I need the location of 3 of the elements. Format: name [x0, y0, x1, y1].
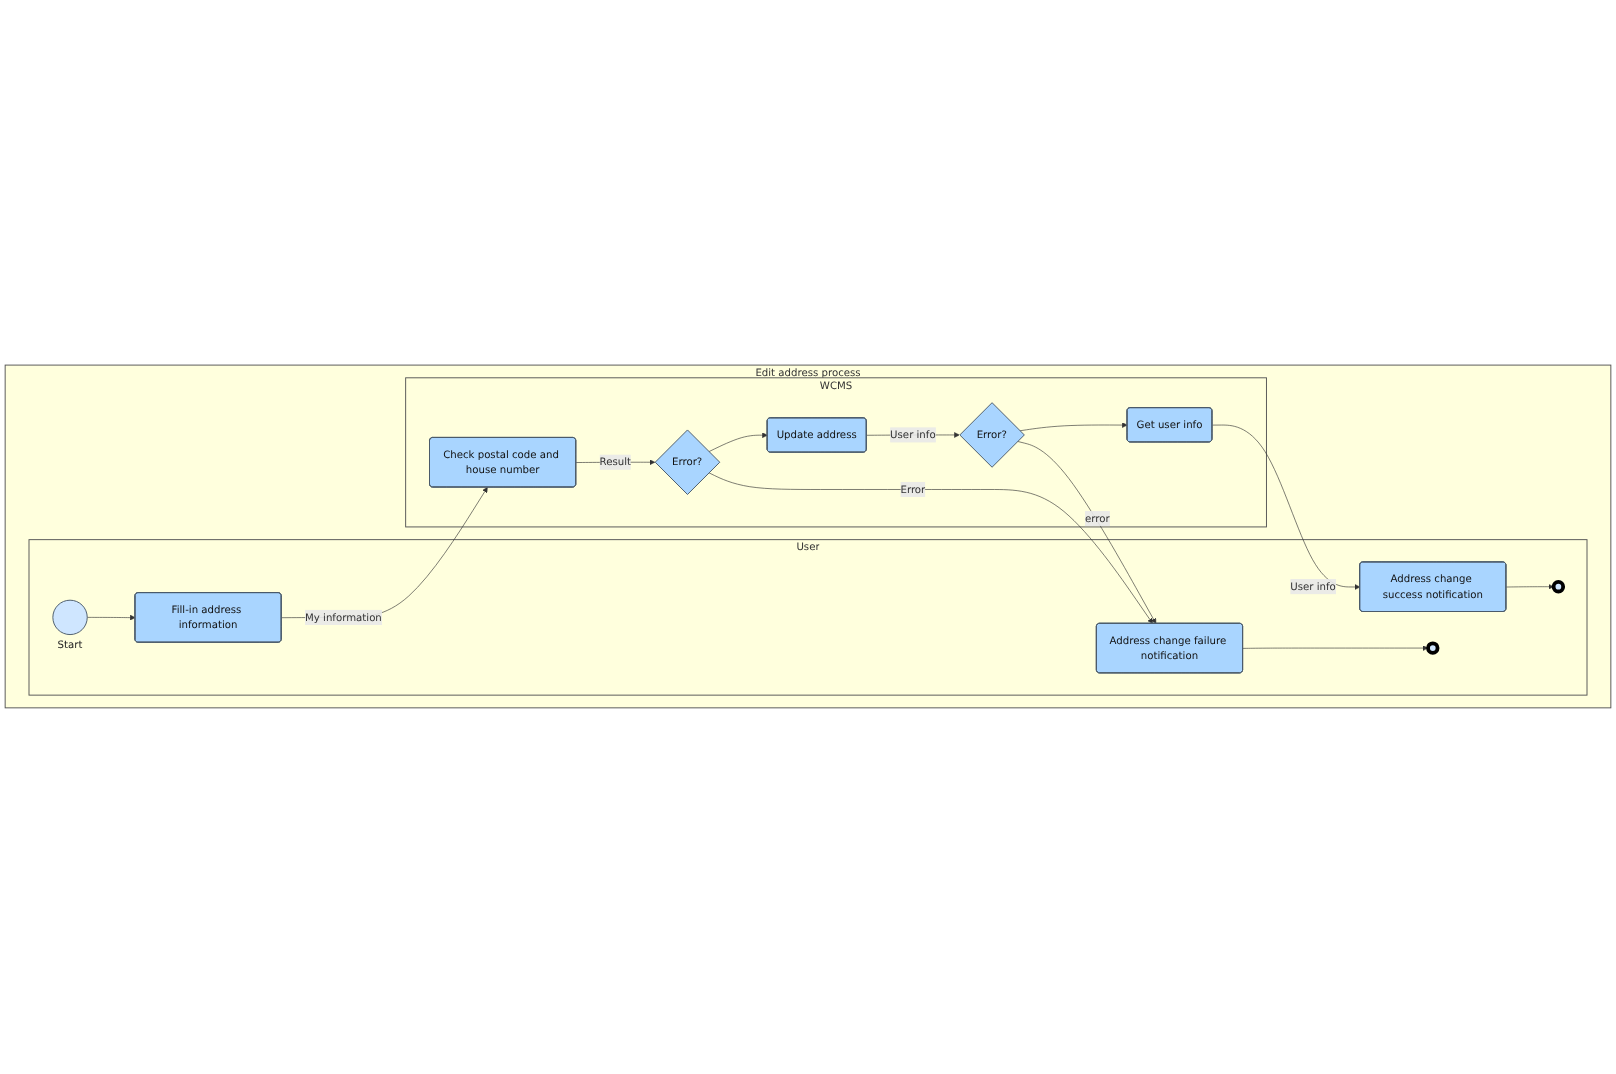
node-circle [1426, 641, 1440, 656]
node-circle [52, 600, 88, 636]
node-circle [1551, 580, 1566, 594]
